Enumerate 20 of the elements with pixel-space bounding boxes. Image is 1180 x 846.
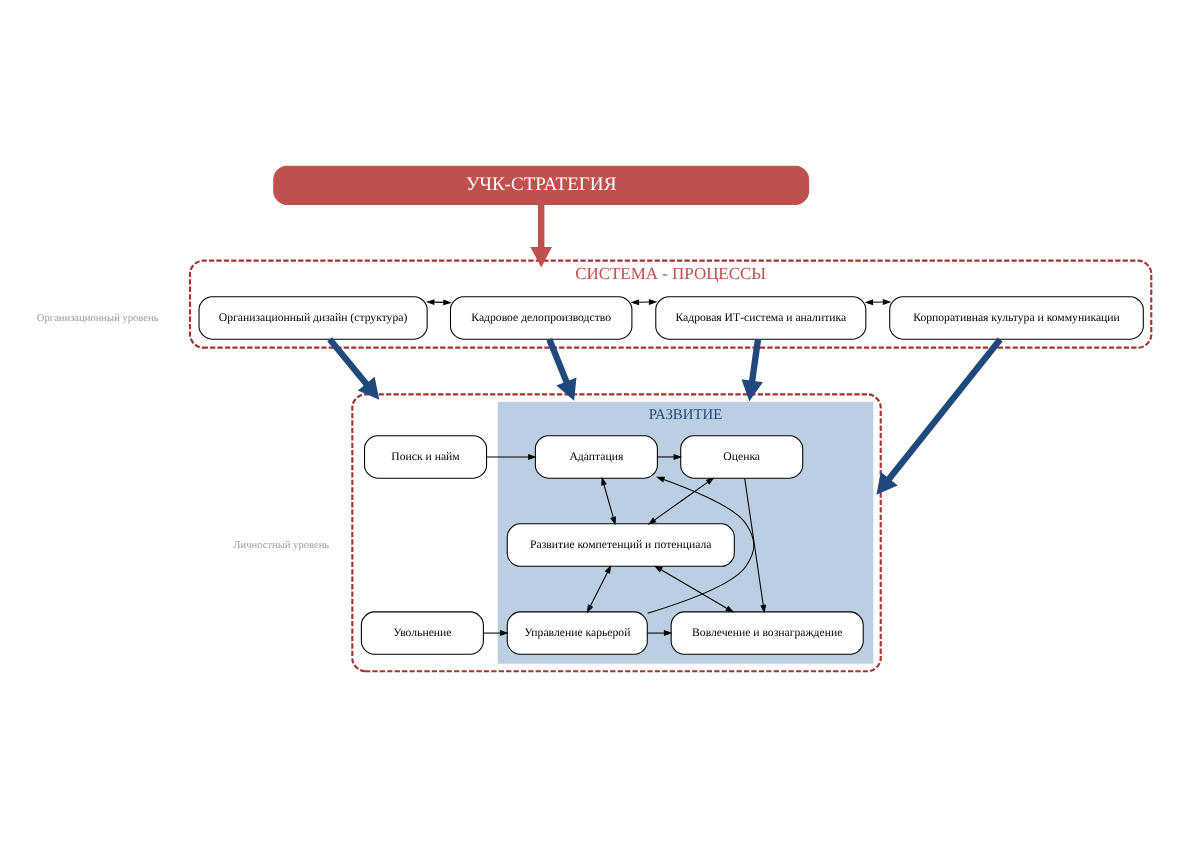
- arrow: [744, 477, 767, 614]
- cluster: [351, 393, 882, 673]
- arrow: [546, 338, 577, 401]
- arrow: [586, 565, 612, 614]
- arrow: [601, 476, 616, 526]
- arrow: [486, 453, 537, 460]
- arrow: [482, 630, 509, 637]
- arrow: [630, 299, 658, 306]
- arrow: [647, 476, 755, 614]
- arrow: [741, 338, 763, 402]
- arrow: [876, 337, 1003, 495]
- arrow: [654, 565, 735, 613]
- arrow: [656, 453, 683, 460]
- arrow: [327, 337, 380, 400]
- arrow: [530, 204, 553, 268]
- arrow: [426, 299, 452, 306]
- arrow: [864, 299, 892, 306]
- arrow: [647, 477, 715, 525]
- arrow: [646, 630, 673, 637]
- node-box: УЧК-СТРАТЕГИЯ: [273, 165, 810, 205]
